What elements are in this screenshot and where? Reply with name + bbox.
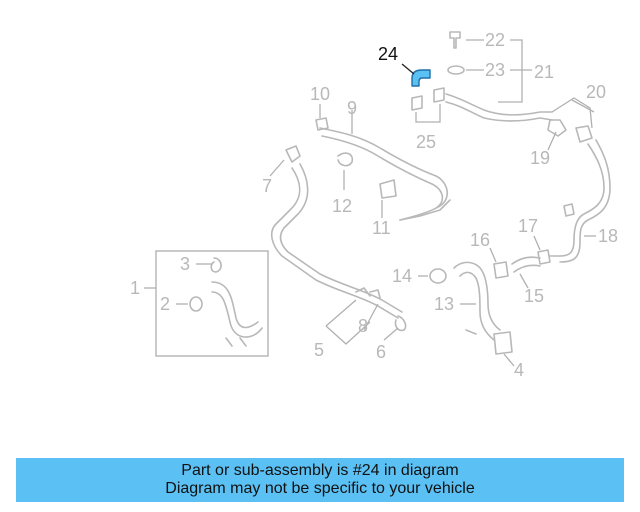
part-labels: 24 22 23 21 20 25 19 10 9 7 12 11 17 18 … bbox=[130, 30, 618, 380]
label-4: 4 bbox=[514, 360, 524, 380]
label-1: 1 bbox=[130, 278, 140, 298]
inset-hose bbox=[211, 281, 263, 347]
label-11: 11 bbox=[372, 218, 391, 238]
label-22: 22 bbox=[485, 30, 505, 50]
part-24-elbow bbox=[411, 69, 431, 87]
caption-bar: Part or sub-assembly is #24 in diagram D… bbox=[16, 458, 624, 502]
label-25: 25 bbox=[416, 132, 436, 152]
clamp-6-shape bbox=[394, 315, 407, 332]
oring-14-shape bbox=[429, 268, 447, 284]
pipe-18 bbox=[559, 143, 605, 257]
label-2: 2 bbox=[160, 294, 170, 314]
label-6: 6 bbox=[376, 342, 386, 362]
clip-7-shape bbox=[285, 145, 301, 163]
label-8: 8 bbox=[358, 316, 368, 336]
long-hose-group bbox=[269, 145, 407, 345]
label-12: 12 bbox=[332, 196, 352, 216]
hose-9-group bbox=[315, 104, 451, 221]
clamp-25-b bbox=[433, 87, 445, 103]
label-7: 7 bbox=[262, 176, 272, 196]
label-18: 18 bbox=[598, 226, 618, 246]
part-11-shape bbox=[379, 179, 397, 199]
clamp-17-shape bbox=[537, 249, 551, 265]
label-15: 15 bbox=[524, 286, 544, 306]
part-24-group bbox=[401, 63, 445, 123]
label-16: 16 bbox=[470, 230, 490, 250]
oring-2-shape bbox=[189, 296, 203, 312]
caption-line-1: Part or sub-assembly is #24 in diagram bbox=[181, 462, 459, 479]
label-19: 19 bbox=[530, 148, 550, 168]
label-21: 21 bbox=[534, 62, 554, 82]
screw-22-shape bbox=[449, 31, 461, 49]
label-14: 14 bbox=[392, 266, 412, 286]
label-9: 9 bbox=[347, 98, 357, 118]
label-5: 5 bbox=[314, 340, 324, 360]
hose-9 bbox=[319, 127, 448, 221]
fitting-4-shape bbox=[493, 331, 513, 355]
label-24: 24 bbox=[378, 44, 398, 64]
caption-line-2: Diagram may not be specific to your vehi… bbox=[165, 480, 475, 497]
clamp-25-a bbox=[411, 95, 423, 111]
label-23: 23 bbox=[485, 60, 505, 80]
upper-right-group bbox=[445, 31, 611, 263]
label-17: 17 bbox=[518, 216, 538, 236]
clip-10-shape bbox=[315, 117, 329, 131]
pipe-13 bbox=[453, 261, 501, 331]
label-13: 13 bbox=[434, 294, 454, 314]
coupling-16-shape bbox=[493, 261, 509, 279]
clip-12-shape bbox=[337, 152, 354, 167]
inset-box bbox=[155, 250, 269, 357]
inset-box-group bbox=[144, 250, 269, 357]
label-3: 3 bbox=[180, 254, 190, 274]
clamp-3-shape bbox=[210, 257, 222, 273]
lower-right-group bbox=[418, 235, 561, 367]
long-hose bbox=[270, 167, 399, 319]
label-10: 10 bbox=[310, 84, 330, 104]
hose-21 bbox=[445, 93, 553, 116]
label-20: 20 bbox=[586, 82, 606, 102]
oring-23-shape bbox=[447, 65, 465, 75]
hose-15-shape bbox=[511, 256, 541, 273]
